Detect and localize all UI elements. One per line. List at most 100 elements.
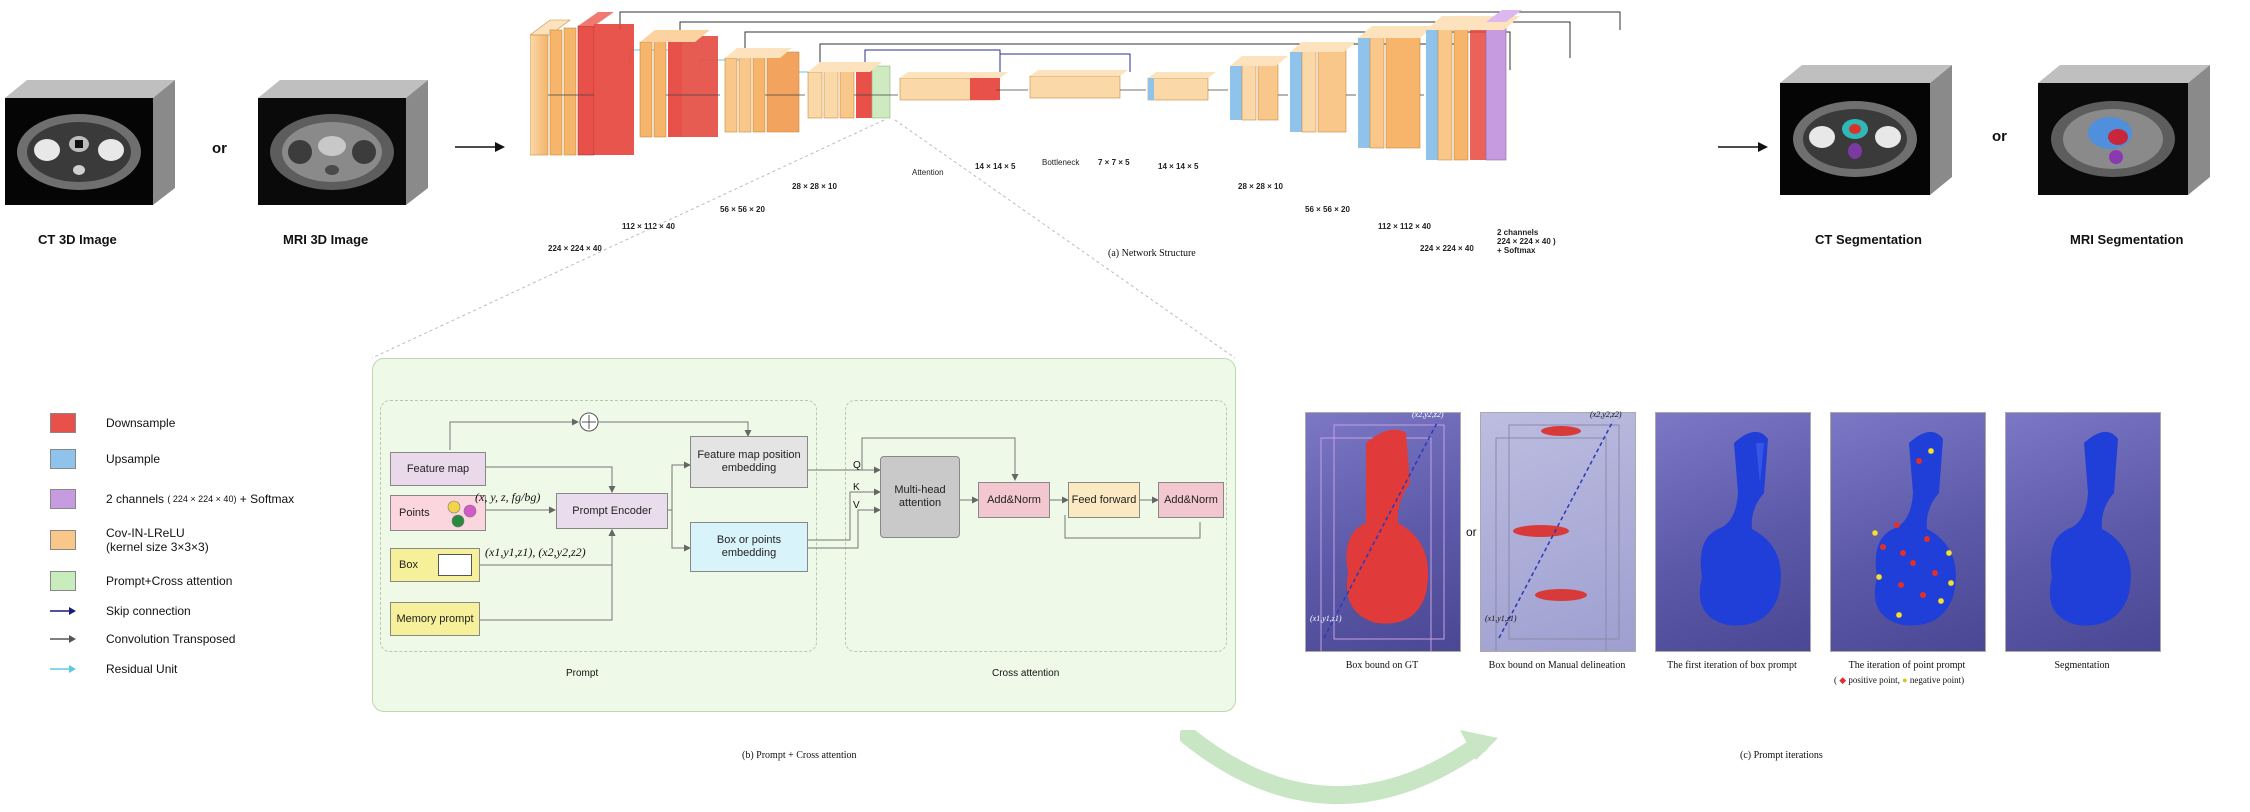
box-node: Box xyxy=(390,548,480,582)
positive-point-icon: ◆ xyxy=(1839,675,1847,685)
legend-conv-a: Cov-IN-LReLU xyxy=(106,526,185,540)
k-label: K xyxy=(853,482,860,493)
legend-channels-b: ( 224 × 224 × 40) xyxy=(167,494,237,504)
iter-caption-5: Segmentation xyxy=(2054,660,2110,671)
points-node: Points xyxy=(390,495,486,531)
output-channels-line2: 224 × 224 × 40 ) xyxy=(1497,237,1556,246)
iter-image-manual xyxy=(1480,412,1636,652)
decoder-stage-3 xyxy=(1290,42,1356,133)
or-text-output: or xyxy=(1992,128,2007,145)
ct-output-label: CT Segmentation xyxy=(1815,232,1922,247)
prompt-cross-caption: (b) Prompt + Cross attention xyxy=(742,750,857,761)
legend-residual-label: Residual Unit xyxy=(106,662,178,676)
bottleneck xyxy=(1029,70,1128,99)
ct-input-label: CT 3D Image xyxy=(38,232,117,247)
points-coordinate: (x, y, z, fg/bg) xyxy=(475,490,541,504)
legend-prompt-attn: Prompt+Cross attention xyxy=(50,568,232,594)
legend-convt: Convolution Transposed xyxy=(50,626,235,652)
coord-bottom-1: (x1,y1,z1) xyxy=(1310,614,1342,623)
iter-image-points xyxy=(1830,412,1986,652)
channels-swatch xyxy=(50,489,76,509)
encoder-stage-5 xyxy=(899,72,1008,101)
conv-swatch xyxy=(50,530,76,550)
box-icon xyxy=(437,554,472,576)
network-structure xyxy=(530,10,1621,161)
encoder-stage-1 xyxy=(530,12,634,156)
legend-channels-a: 2 channels xyxy=(106,492,165,506)
output-channels-line1: 2 channels xyxy=(1497,228,1539,237)
iter-image-first-box xyxy=(1655,412,1811,652)
upsample-swatch xyxy=(50,449,76,469)
size-label-3: 56 × 56 × 20 xyxy=(720,205,765,214)
box-node-label: Box xyxy=(399,558,418,571)
size-label-9: 56 × 56 × 20 xyxy=(1305,205,1350,214)
ct-output-volume xyxy=(1780,65,1952,195)
size-label-10: 112 × 112 × 40 xyxy=(1378,222,1431,231)
network-caption: (a) Network Structure xyxy=(1108,248,1196,259)
legend-prompt-label: Prompt+Cross attention xyxy=(106,574,233,588)
coord-top-2: (x2,y2,z2) xyxy=(1590,410,1622,419)
size-label-4: 28 × 28 × 10 xyxy=(792,182,837,191)
feed-forward-node: Feed forward xyxy=(1068,482,1140,518)
cross-subpanel xyxy=(845,400,1227,652)
feature-map-node: Feature map xyxy=(390,452,486,486)
size-label-8: 28 × 28 × 10 xyxy=(1238,182,1283,191)
size-label-2: 112 × 112 × 40 xyxy=(622,222,675,231)
negative-point-icon: ● xyxy=(1902,675,1908,685)
legend-upsample: Upsample xyxy=(50,446,160,472)
encoder-stage-3 xyxy=(724,48,800,133)
mri-output-volume xyxy=(2038,65,2210,195)
decoder-stage-4 xyxy=(1230,56,1288,121)
legend-upsample-label: Upsample xyxy=(106,452,161,466)
legend-downsample-label: Downsample xyxy=(106,416,176,430)
decoder-stage-2 xyxy=(1358,26,1434,149)
fm-position-embedding-node: Feature map position embedding xyxy=(690,436,808,488)
prompt-section-label: Prompt xyxy=(566,668,599,679)
size-label-7: 14 × 14 × 5 xyxy=(1158,162,1199,171)
or-text-iter: or xyxy=(1466,525,1477,539)
size-label-6: 7 × 7 × 5 xyxy=(1098,158,1130,167)
decoder-stage-5 xyxy=(1147,72,1216,101)
curved-arrow xyxy=(1180,730,1498,805)
legend-conv-b: (kernel size 3×3×3) xyxy=(106,540,209,554)
box-coordinate: (x1,y1,z1), (x2,y2,z2) xyxy=(485,545,586,559)
legend-skip: Skip connection xyxy=(50,598,191,624)
iter-caption-2: Box bound on Manual delineation xyxy=(1488,660,1626,671)
legend-skip-label: Skip connection xyxy=(106,604,191,618)
v-label: V xyxy=(853,500,860,511)
output-arrow xyxy=(1718,142,1768,152)
iter-caption-1: Box bound on GT xyxy=(1345,660,1419,671)
output-channels-line3: + Softmax xyxy=(1497,246,1536,255)
iter-caption-4: The iteration of point prompt xyxy=(1848,660,1966,671)
legend-residual: Residual Unit xyxy=(50,656,177,682)
iter-legend-open: ( xyxy=(1834,675,1837,685)
iter-legend-neg: negative point) xyxy=(1909,675,1965,685)
encoder-stage-2 xyxy=(639,30,718,138)
memory-prompt-node: Memory prompt xyxy=(390,602,480,636)
coord-bottom-2: (x1,y1,z1) xyxy=(1485,614,1517,623)
iterations-caption: (c) Prompt iterations xyxy=(1740,750,1823,761)
iter-legend-pos: positive point, xyxy=(1848,675,1900,685)
size-label-5: 14 × 14 × 5 xyxy=(975,162,1016,171)
legend-downsample: Downsample xyxy=(50,410,175,436)
prompt-subpanel xyxy=(380,400,817,652)
prompt-swatch xyxy=(50,571,76,591)
mri-output-label: MRI Segmentation xyxy=(2070,232,2184,247)
box-points-embedding-node: Box or points embedding xyxy=(690,522,808,572)
or-text: or xyxy=(212,140,227,157)
skip-arrow-icon xyxy=(50,607,76,615)
legend-conv: Cov-IN-LReLU (kernel size 3×3×3) xyxy=(50,524,209,556)
decoder-stage-1 xyxy=(1426,10,1522,161)
iter-image-gt xyxy=(1305,412,1461,652)
mri-input-volume xyxy=(258,80,428,205)
ct-input-volume xyxy=(5,80,175,205)
size-label-11: 224 × 224 × 40 xyxy=(1420,244,1474,253)
legend-channels-c: + Softmax xyxy=(239,492,295,506)
iter-caption-3: The first iteration of box prompt xyxy=(1667,660,1797,671)
points-icon xyxy=(447,500,476,528)
add-norm-1-node: Add&Norm xyxy=(978,482,1050,518)
size-label-1: 224 × 224 × 40 xyxy=(548,244,602,253)
input-arrow xyxy=(455,142,505,152)
bottleneck-label: Bottleneck xyxy=(1042,158,1080,167)
